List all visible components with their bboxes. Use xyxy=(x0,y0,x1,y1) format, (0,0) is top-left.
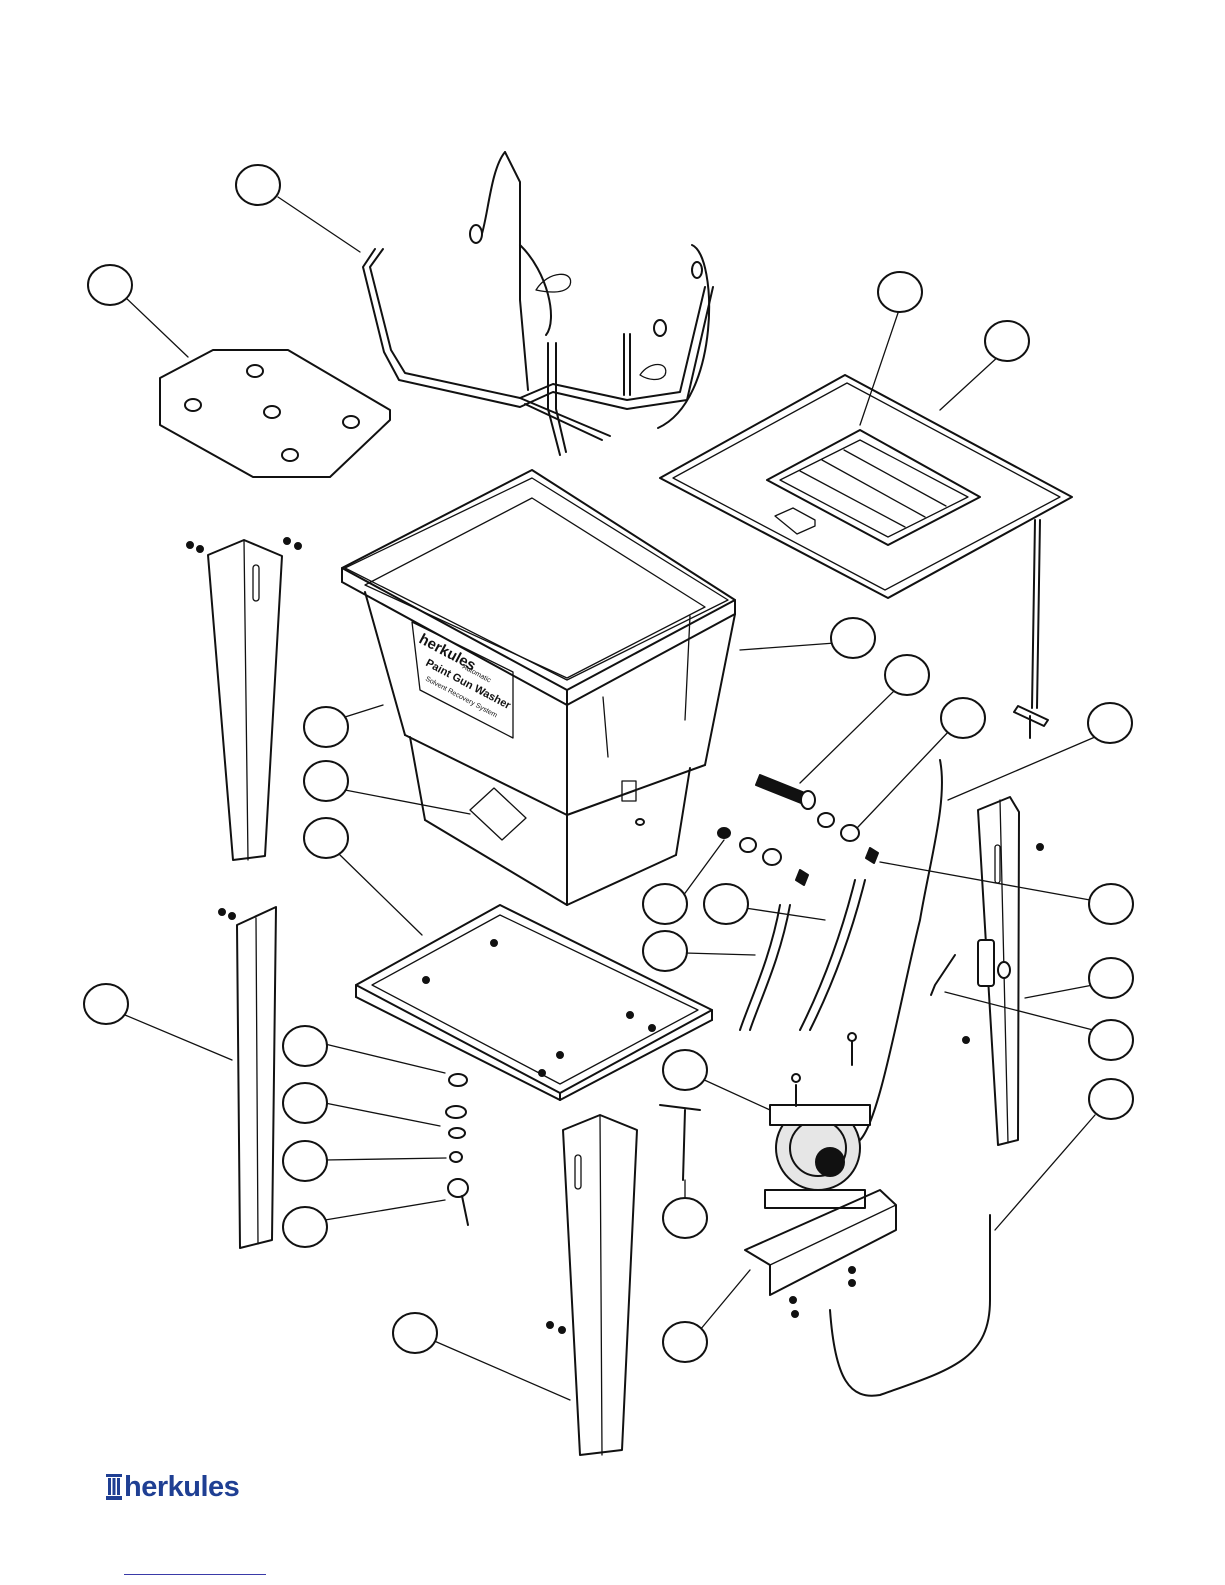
callout-circle xyxy=(878,272,922,312)
herkules-logo: herkules xyxy=(106,1469,239,1505)
leg-lower-left xyxy=(219,907,276,1248)
tube-loop xyxy=(830,1215,990,1396)
callout-circle xyxy=(1089,884,1133,924)
brand-name: herkules xyxy=(124,1473,239,1502)
gun-holder-rack xyxy=(363,152,713,455)
callout-circle xyxy=(236,165,280,205)
callout-circle xyxy=(941,698,985,738)
callout-circles xyxy=(84,165,1133,1362)
callout-circle xyxy=(1089,1079,1133,1119)
callout-circle xyxy=(831,618,875,658)
callout-circle xyxy=(704,884,748,924)
callout-circle xyxy=(663,1198,707,1238)
pump-bracket xyxy=(745,1190,896,1317)
footer-rule xyxy=(124,1574,266,1575)
callout-circle xyxy=(88,265,132,305)
callout-circle xyxy=(663,1322,707,1362)
callout-circle xyxy=(283,1207,327,1247)
callout-circle xyxy=(643,931,687,971)
callout-circle xyxy=(283,1026,327,1066)
callout-circle xyxy=(393,1313,437,1353)
herkules-column-logo-icon xyxy=(106,1474,122,1500)
regulator-filter xyxy=(978,940,1010,986)
callout-circle xyxy=(1088,703,1132,743)
callout-circle xyxy=(643,884,687,924)
callout-circle xyxy=(304,707,348,747)
tank: herkules Automatic Paint Gun Washer Solv… xyxy=(342,470,735,905)
diaphragm-pump xyxy=(765,1033,870,1208)
callout-circle xyxy=(1089,958,1133,998)
callout-circle xyxy=(885,655,929,695)
callout-circle xyxy=(985,321,1029,361)
leg-upper-left xyxy=(187,538,301,860)
callout-circle xyxy=(304,761,348,801)
callout-circle xyxy=(283,1083,327,1123)
callout-circle xyxy=(84,984,128,1024)
callout-circle xyxy=(663,1050,707,1090)
octagon-plate xyxy=(160,350,390,477)
callout-circle xyxy=(1089,1020,1133,1060)
callout-circle xyxy=(304,818,348,858)
callout-circle xyxy=(283,1141,327,1181)
leg-front-center xyxy=(547,1115,637,1455)
fittings xyxy=(446,760,955,1225)
